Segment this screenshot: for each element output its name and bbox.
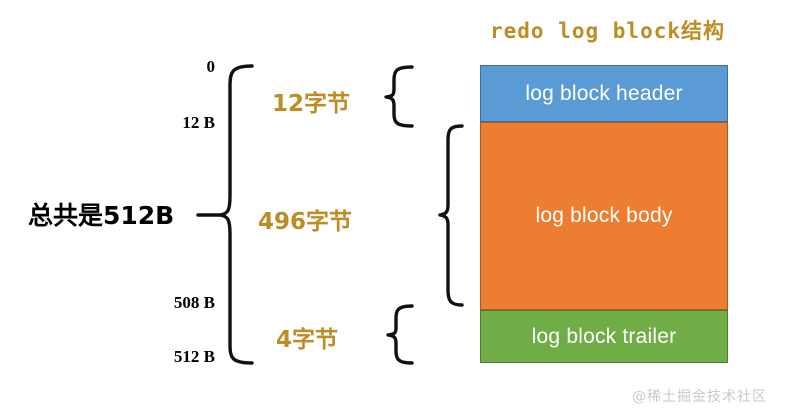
offset-label-12: 12 B (182, 113, 215, 132)
diagram-title: redo log block结构 (490, 19, 726, 43)
brace-496 (438, 124, 464, 307)
redo-log-block-stack: log block header log block body log bloc… (480, 65, 728, 363)
offset-label-508: 508 B (173, 293, 215, 312)
block-log-block-trailer: log block trailer (480, 310, 728, 363)
brace-12 (384, 65, 414, 128)
watermark: @稀土掘金技术社区 (632, 389, 767, 405)
segment-label-header: 12字节 (272, 91, 351, 117)
segment-label-trailer: 4字节 (276, 327, 339, 353)
offset-label-512: 512 B (173, 347, 215, 366)
total-size-label: 总共是512B (28, 201, 175, 230)
offset-label-0: 0 (206, 57, 216, 76)
block-log-block-body: log block body (480, 122, 728, 310)
brace-total (218, 64, 254, 365)
segment-label-body: 496字节 (258, 209, 353, 235)
block-log-block-header: log block header (480, 65, 728, 122)
brace-4 (386, 304, 414, 365)
